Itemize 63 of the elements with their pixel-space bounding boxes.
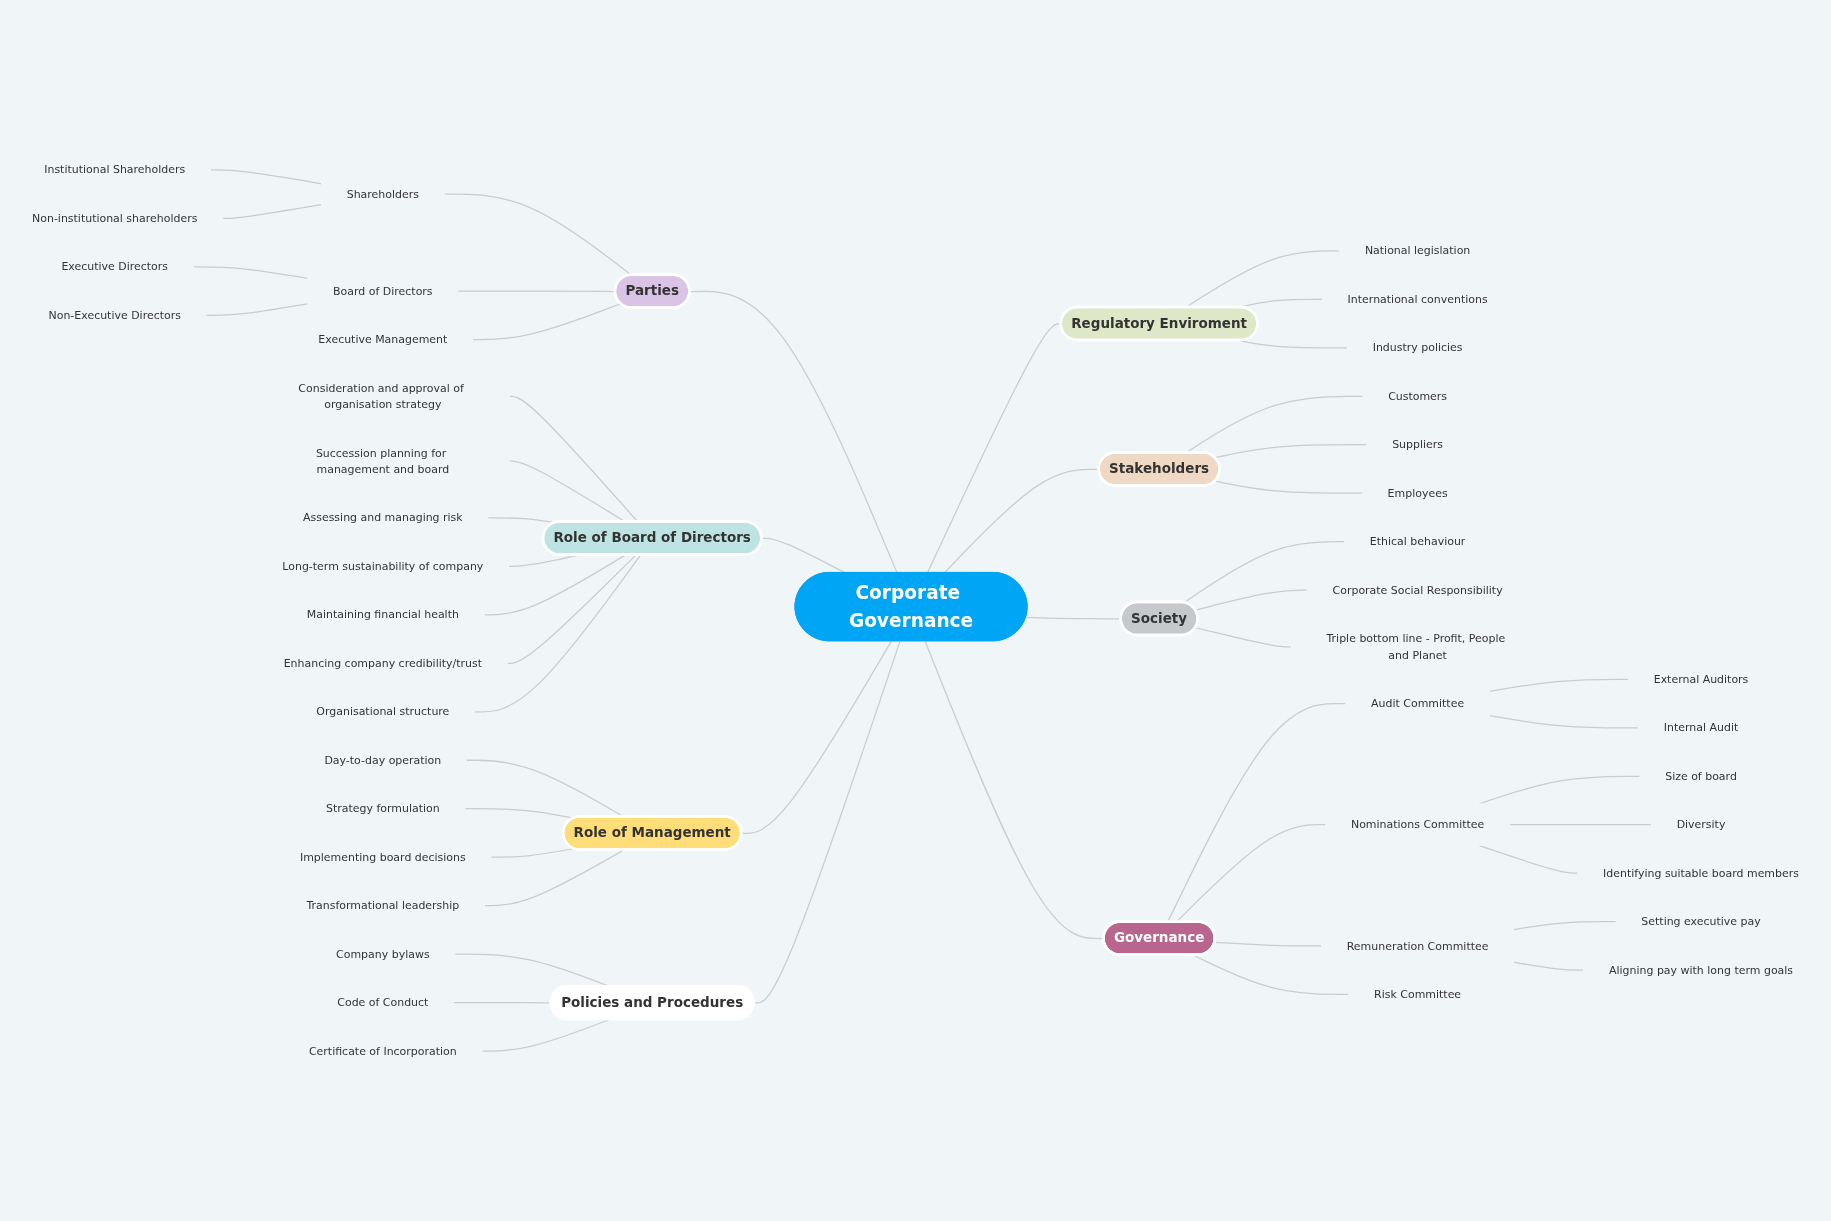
node-text: Setting executive pay	[1641, 915, 1761, 928]
connector	[472, 303, 622, 341]
node-text: Institutional Shareholders	[44, 163, 186, 177]
connector	[753, 640, 901, 1004]
connector	[192, 266, 309, 280]
node-text: Transformational leadership	[306, 899, 460, 912]
node-text: Non-institutional shareholders	[32, 211, 198, 225]
node-text: Code of Conduct	[337, 996, 429, 1009]
node-text: Company bylaws	[336, 947, 430, 961]
node-text: Non-Executive Directors	[48, 308, 181, 322]
node-text: Shareholders	[346, 187, 419, 201]
node-text: Corporate Social Responsibility	[1332, 583, 1503, 597]
node-text: Implementing board decisions	[299, 850, 466, 864]
node-text: Customers	[1388, 389, 1448, 403]
connector	[1214, 941, 1323, 947]
node-text: Nominations Committee	[1350, 818, 1485, 831]
connector	[506, 554, 637, 664]
node-text: Succession planning for management and board	[315, 446, 450, 476]
node-text: Audit Committee	[1371, 697, 1465, 710]
node-text: Executive Management	[318, 333, 448, 346]
node-text: External Auditors	[1653, 672, 1749, 686]
node-text: Day-to-day operation	[324, 753, 442, 767]
node-text: Certificate of Incorporation	[308, 1044, 457, 1058]
node-text: National legislation	[1364, 244, 1471, 257]
connector	[1194, 627, 1292, 648]
node-text: Organisational structure	[316, 705, 450, 718]
node-text: International conventions	[1347, 292, 1488, 306]
node-text: Risk Committee	[1374, 987, 1462, 1001]
node-text: Triple bottom line - Profit, People and Planet	[1326, 632, 1506, 662]
node-text: Strategy formulation	[325, 802, 440, 815]
node-text: Identifying suitable board members	[1603, 866, 1799, 880]
node-text: Executive Directors	[61, 260, 168, 273]
node-text: Aligning pay with long term goals	[1608, 963, 1794, 977]
node-text: Ethical behaviour	[1369, 535, 1466, 548]
node-text: Enhancing company credibility/trust	[283, 656, 482, 670]
node-text: Employees	[1387, 486, 1448, 500]
connector	[741, 640, 893, 834]
node-text: Board of Directors	[333, 284, 433, 298]
connector	[689, 290, 898, 574]
connector	[474, 554, 642, 713]
node-text: Remuneration Committee	[1346, 939, 1489, 953]
connector	[1513, 961, 1585, 971]
connector	[1488, 715, 1640, 729]
connector	[1513, 921, 1617, 931]
connector	[1183, 541, 1346, 604]
connector	[1194, 589, 1308, 611]
node-text: Diversity	[1676, 818, 1726, 831]
connector	[222, 203, 323, 219]
connector	[1508, 824, 1652, 826]
node-text: Long-term sustainability of company	[282, 559, 484, 573]
node-text: Maintaining financial health	[306, 608, 459, 621]
node-text: Assessing and managing risk	[303, 511, 463, 524]
connector	[1488, 678, 1630, 693]
connector	[761, 537, 846, 574]
node-text: Suppliers	[1392, 438, 1444, 451]
node-text: Industry policies	[1372, 341, 1463, 354]
node-text: Consideration and approval of organisation strategy	[298, 381, 464, 411]
node-text: Size of board	[1665, 769, 1737, 783]
connector	[1214, 444, 1368, 459]
connector	[209, 169, 323, 185]
connector	[1214, 480, 1363, 494]
connector	[205, 303, 309, 316]
node-text: Internal Audit	[1663, 721, 1739, 734]
